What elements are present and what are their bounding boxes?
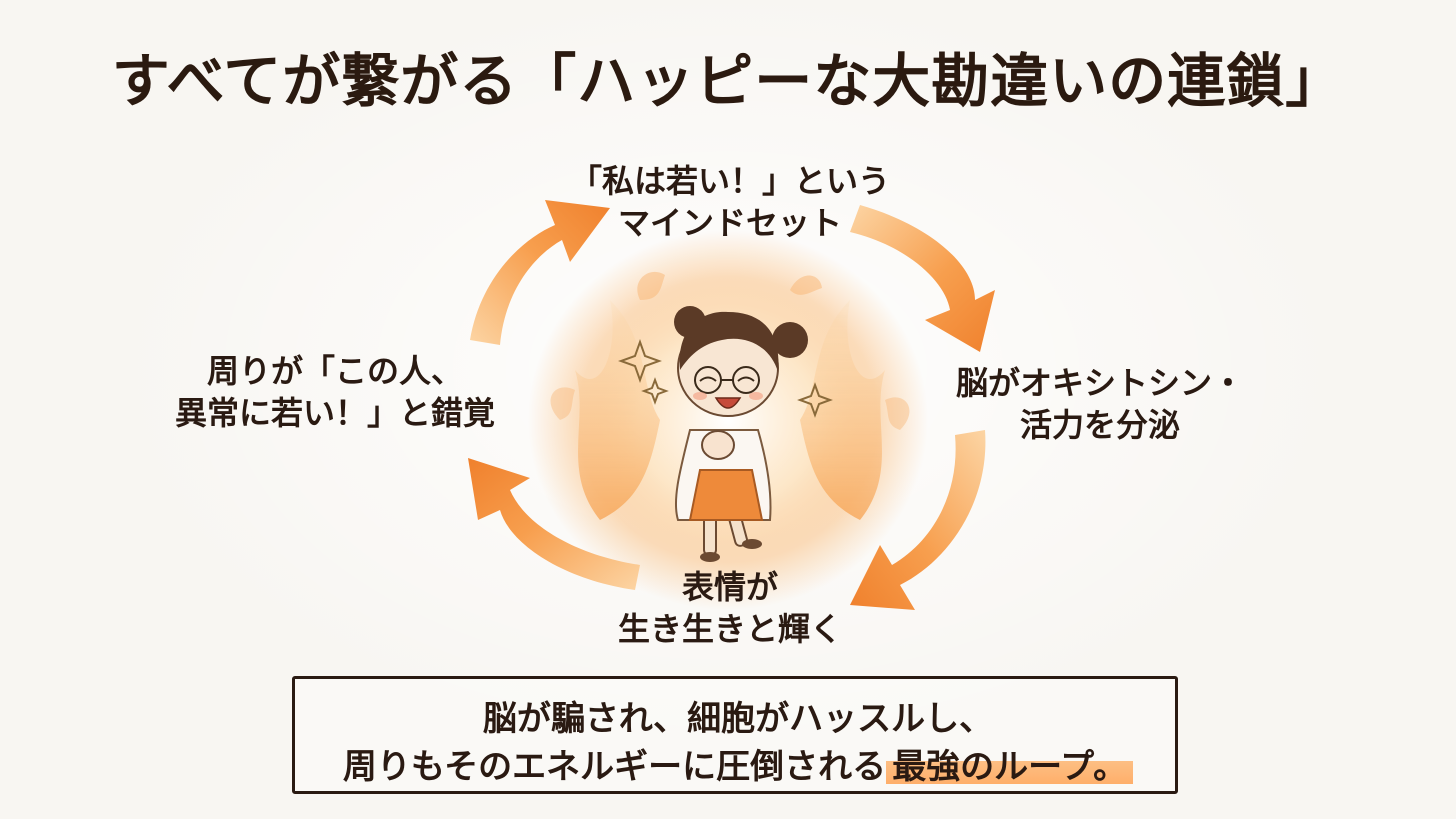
summary-box: 脳が騙され、細胞がハッスルし、 周りもそのエネルギーに圧倒される最強のループ。 [292, 676, 1178, 794]
cycle-arrow-icon [468, 458, 640, 590]
cycle-arrow-icon [850, 205, 995, 352]
summary-highlight: 最強のループ。 [886, 747, 1134, 787]
character-illustration [674, 306, 808, 562]
summary-line: 脳が騙され、細胞がハッスルし、 [482, 699, 994, 739]
cycle-node-mindset: 「私は若い！」という マインドセット [560, 160, 900, 244]
cycle-arrow-icon [470, 200, 610, 345]
node-line: 表情が [681, 568, 778, 606]
cycle-node-others: 周りが「この人、 異常に若い！」と錯覚 [150, 350, 520, 434]
node-line: 活力を分泌 [1019, 406, 1180, 445]
cycle-node-expression: 表情が 生き生きと輝く [570, 566, 890, 650]
flame-aura [550, 271, 910, 520]
node-line: マインドセット [617, 204, 842, 243]
node-line: 生き生きと輝く [617, 610, 842, 649]
page-title: すべてが繋がる「ハッピーな大勘違いの連鎖」 [111, 47, 1345, 115]
node-line: 異常に若い！」と錯覚 [174, 394, 495, 433]
sparkle-icon [618, 339, 833, 418]
node-line: 脳がオキシトシン・ [955, 364, 1244, 402]
summary-text-prefix: 周りもそのエネルギーに圧倒される [342, 747, 887, 787]
summary-line: 周りもそのエネルギーに圧倒される最強のループ。 [295, 739, 1181, 788]
node-line: 「私は若い！」という [569, 162, 890, 200]
node-line: 周りが「この人、 [206, 352, 463, 390]
cycle-arrow-icon [850, 430, 986, 610]
cycle-node-brain: 脳がオキシトシン・ 活力を分泌 [930, 362, 1270, 446]
